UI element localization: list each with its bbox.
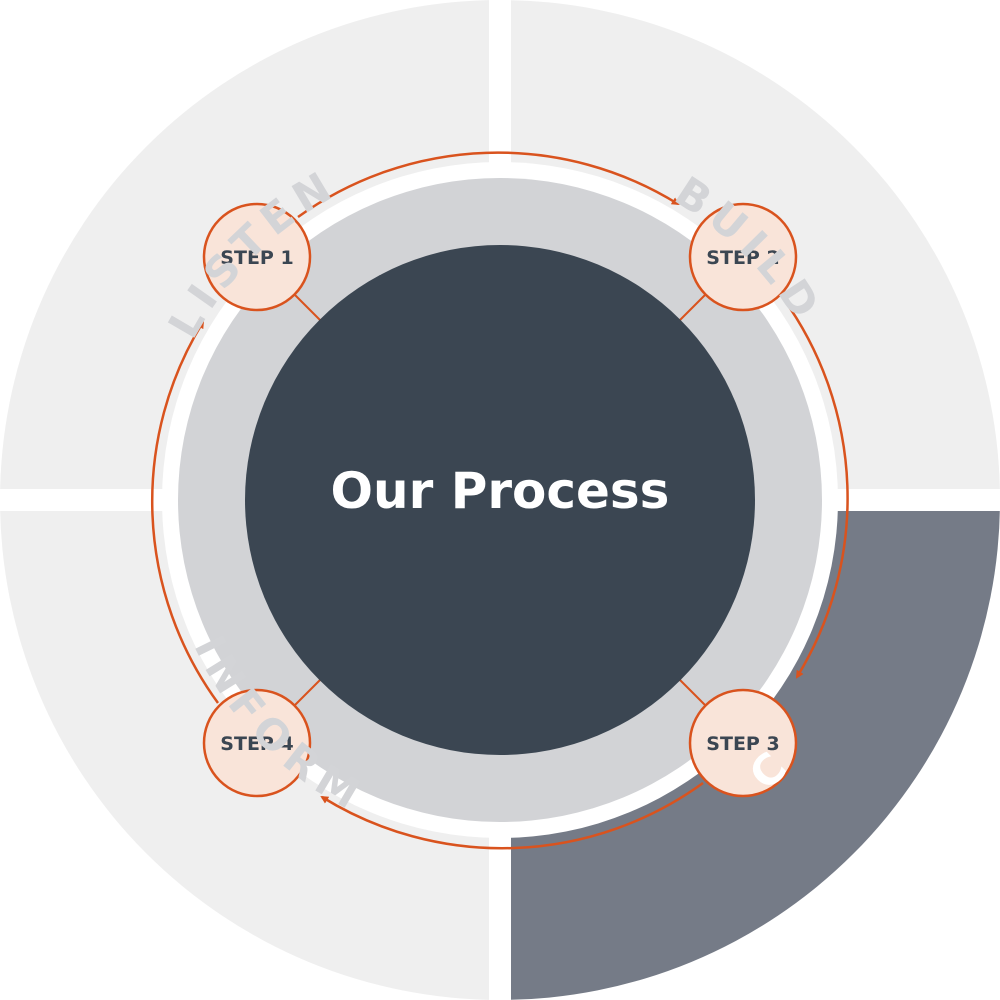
step-2-circle bbox=[688, 202, 798, 312]
step-4-label: STEP 4 bbox=[220, 733, 293, 755]
center-title: Our Process bbox=[331, 462, 670, 520]
step-node-3[interactable]: STEP 3 bbox=[688, 688, 798, 798]
step-1-label: STEP 1 bbox=[220, 247, 293, 269]
step-node-4[interactable]: STEP 4 bbox=[202, 688, 312, 798]
step-1-circle bbox=[202, 202, 312, 312]
step-4-circle bbox=[202, 688, 312, 798]
arrow-step1-to-step2 bbox=[297, 151, 680, 219]
step-3-label: STEP 3 bbox=[706, 733, 779, 755]
arrow-step4-to-step1 bbox=[151, 320, 220, 704]
arrow-step3-to-step4 bbox=[320, 781, 704, 850]
arrow-step2-to-step3 bbox=[781, 297, 849, 679]
step-3-circle bbox=[688, 688, 798, 798]
step-node-1[interactable]: STEP 1 bbox=[202, 202, 312, 312]
step-2-label: STEP 2 bbox=[706, 247, 779, 269]
step-node-2[interactable]: STEP 2 bbox=[688, 202, 798, 312]
center-circle bbox=[245, 245, 755, 755]
